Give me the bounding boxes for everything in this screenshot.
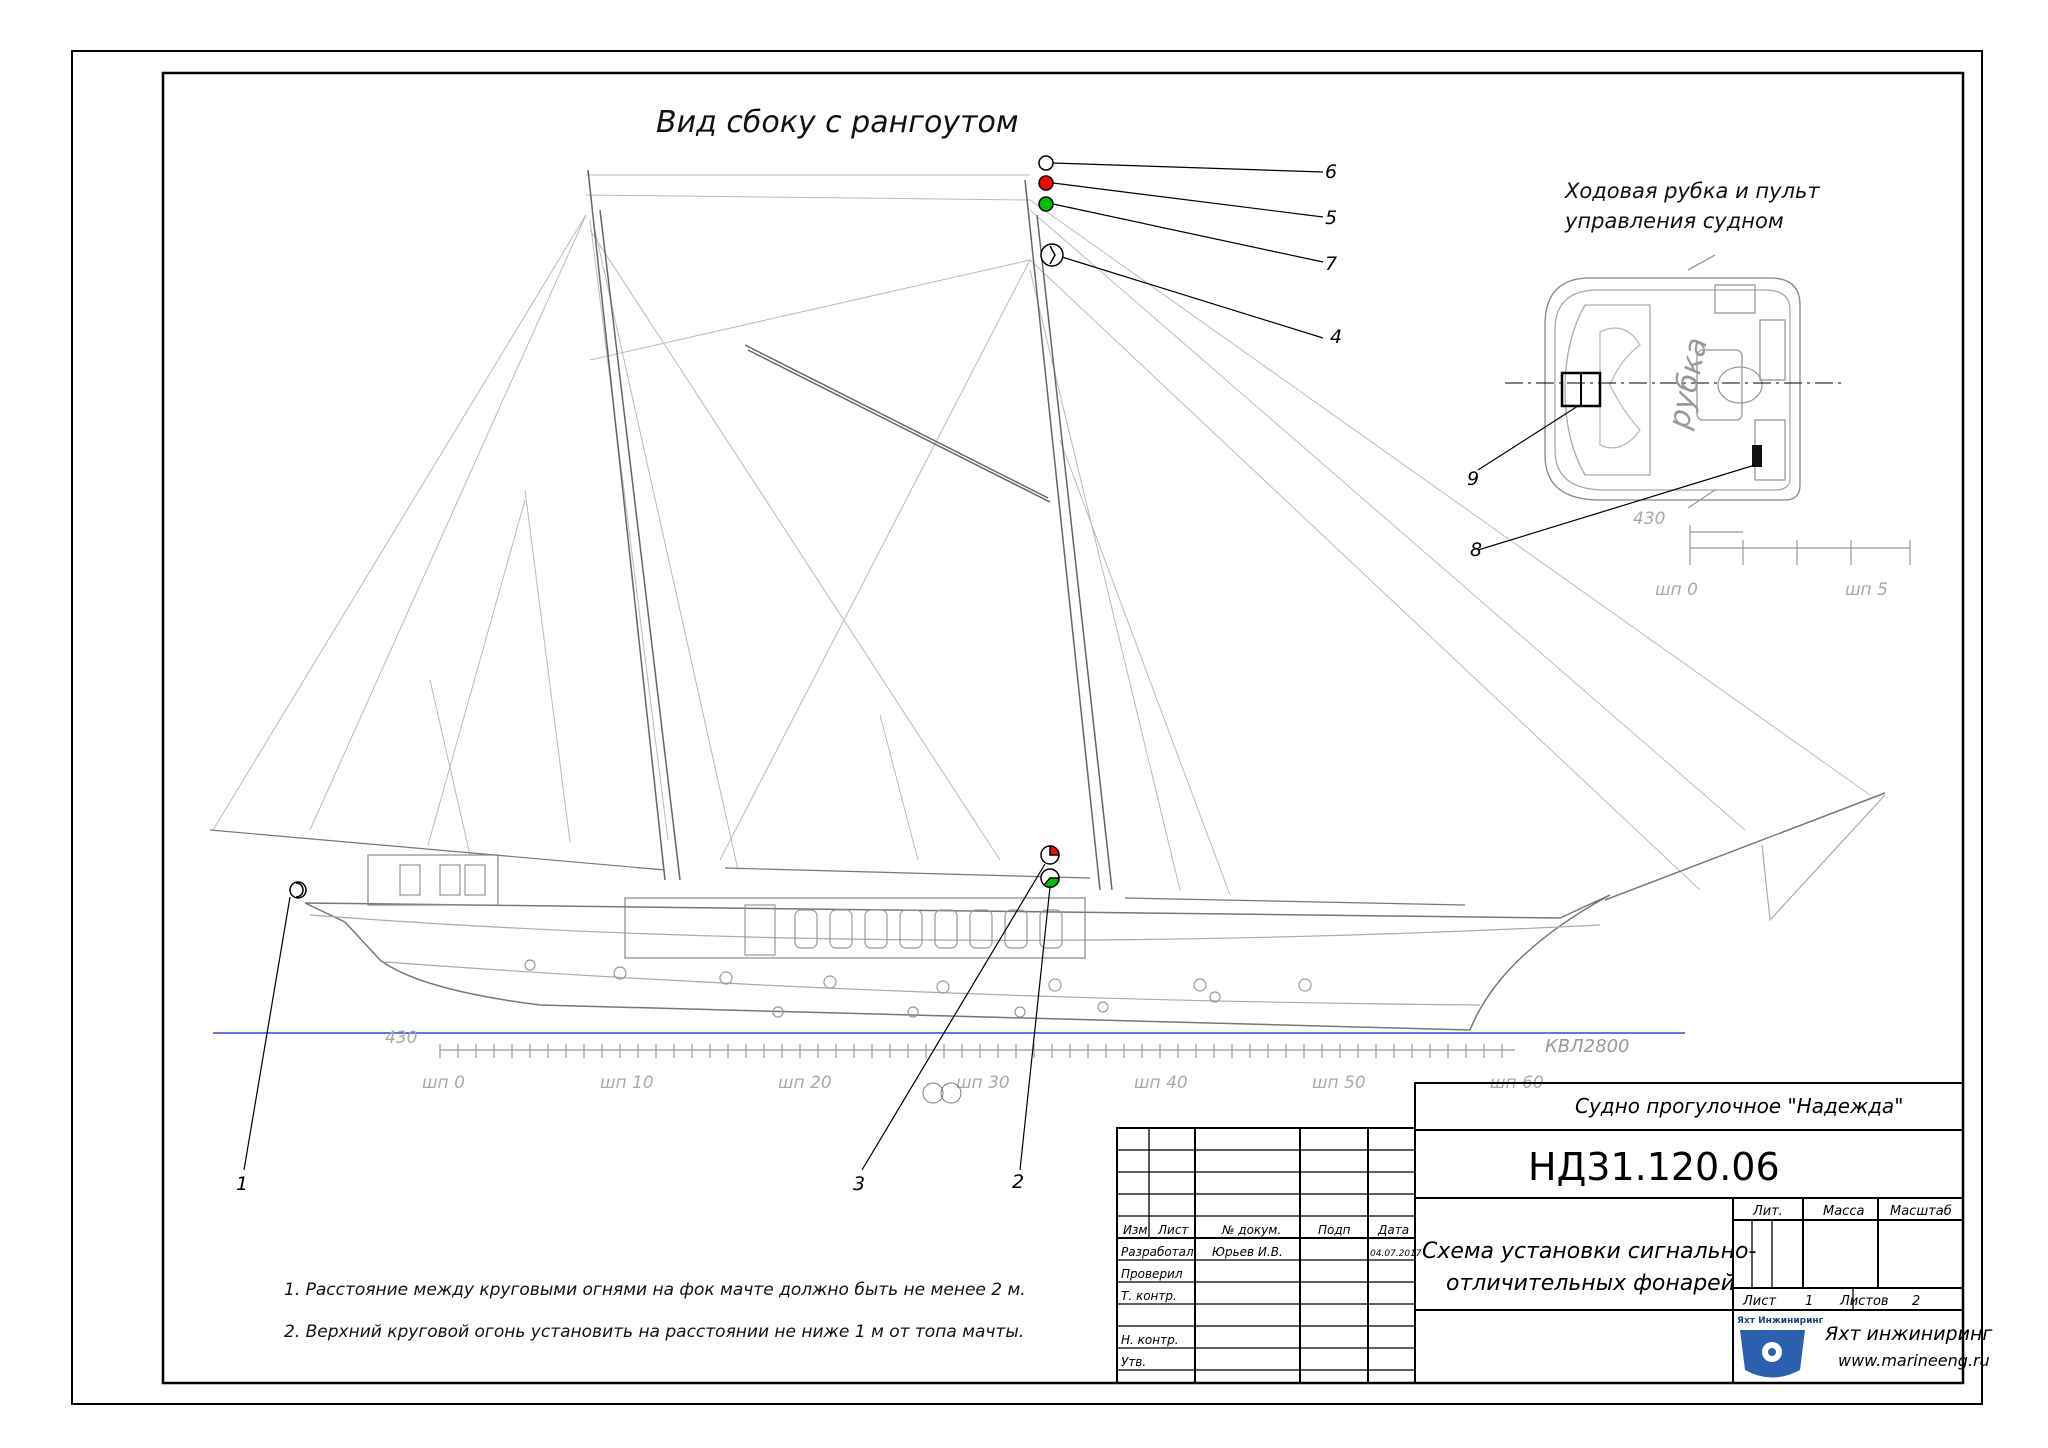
tb-role-tcontrol: Т. контр. xyxy=(1121,1289,1177,1303)
tb-title-line2: отличительных фонарей xyxy=(1446,1271,1735,1296)
frame-label: шп 10 xyxy=(600,1073,654,1093)
note-2: 2. Верхний круговой огонь установить на … xyxy=(284,1322,1024,1342)
tb-header-date: Дата xyxy=(1377,1223,1409,1237)
callout-4: 4 xyxy=(1330,326,1342,348)
tb-role-checked: Проверил xyxy=(1121,1267,1183,1281)
tb-developer-name: Юрьев И.В. xyxy=(1212,1245,1283,1259)
tb-logo-text: Яхт Инжиниринг xyxy=(1737,1316,1824,1326)
tb-company: Яхт инжиниринг xyxy=(1824,1323,1993,1345)
tb-sheets-value: 2 xyxy=(1912,1294,1920,1309)
portholes xyxy=(524,959,1312,1018)
white-masthead-light xyxy=(1038,155,1054,171)
tb-sheet-label: Лист xyxy=(1742,1294,1776,1309)
tb-scale-label: Масштаб xyxy=(1890,1204,1952,1219)
callout-labels: 1 2 3 4 5 6 7 8 9 xyxy=(236,161,1482,1195)
tb-header-doc: № докум. xyxy=(1221,1223,1281,1237)
wheelhouse-frame-5: шп 5 xyxy=(1845,580,1888,600)
tb-mass-label: Масса xyxy=(1823,1204,1864,1219)
frame-scale xyxy=(439,1044,1515,1058)
inner-frame xyxy=(161,71,1965,1385)
callout-9: 9 xyxy=(1467,468,1479,490)
wheelhouse-label: рубка xyxy=(1661,335,1715,433)
frame-labels: шп 0 шп 10 шп 20 шп 30 шп 40 шп 50 шп 60 xyxy=(422,1073,1544,1093)
tb-sheet-value: 1 xyxy=(1805,1294,1813,1309)
spacing-label: 430 xyxy=(385,1028,417,1048)
tb-title-line1: Схема установки сигнально- xyxy=(1422,1239,1756,1264)
wheelhouse-switch-panel xyxy=(1752,445,1762,467)
callout-5: 5 xyxy=(1325,207,1337,229)
tb-vessel: Судно прогулочное "Надежда" xyxy=(1575,1094,1903,1118)
masthead-light xyxy=(1040,243,1064,267)
ship-side-view xyxy=(209,169,1886,1031)
callout-7: 7 xyxy=(1325,253,1337,275)
tb-role-ncontrol: Н. контр. xyxy=(1121,1333,1179,1347)
waterline-label: КВЛ2800 xyxy=(1545,1036,1629,1057)
tb-lit-label: Лит. xyxy=(1752,1204,1783,1219)
title-block xyxy=(1116,1082,1964,1384)
wheelhouse-spacing-label: 430 xyxy=(1633,509,1665,529)
tb-role-developed: Разработал xyxy=(1121,1245,1194,1259)
tb-developer-date: 04.07.2017 xyxy=(1370,1249,1422,1259)
company-logo: Яхт Инжиниринг xyxy=(1737,1316,1824,1378)
red-all-round-light xyxy=(1038,175,1054,191)
tb-sheets-label: Листов xyxy=(1839,1294,1889,1309)
wheelhouse-title-line1: Ходовая рубка и пульт xyxy=(1564,179,1820,203)
main-title: Вид сбоку с рангоутом xyxy=(656,105,1019,140)
wheelhouse-scale xyxy=(1689,525,1911,565)
tb-header-list: Лист xyxy=(1157,1223,1189,1237)
callout-1: 1 xyxy=(236,1173,248,1195)
frame-label: шп 20 xyxy=(778,1073,832,1093)
signal-lights xyxy=(289,155,1064,899)
hull xyxy=(304,894,1611,1031)
wheelhouse-title-line2: управления судном xyxy=(1564,209,1784,233)
outer-frame xyxy=(71,50,1983,1405)
callout-3: 3 xyxy=(853,1173,865,1195)
leader-lines xyxy=(243,162,1324,1171)
green-all-round-light xyxy=(1038,196,1054,212)
frame-label: шп 30 xyxy=(956,1073,1010,1093)
callout-6: 6 xyxy=(1325,161,1337,183)
tb-designation: НД31.120.06 xyxy=(1528,1145,1780,1189)
masts xyxy=(587,169,1113,891)
anchor-symbol xyxy=(922,1082,962,1104)
wheelhouse-plan xyxy=(1544,254,1801,509)
note-1: 1. Расстояние между круговыми огнями на … xyxy=(284,1280,1026,1300)
callout-8: 8 xyxy=(1470,539,1482,561)
frame-label: шп 40 xyxy=(1134,1073,1188,1093)
tb-header-sign: Подп xyxy=(1318,1223,1351,1237)
callout-2: 2 xyxy=(1012,1171,1024,1193)
frame-label: шп 0 xyxy=(422,1073,465,1093)
wheelhouse-frame-0: шп 0 xyxy=(1655,580,1698,600)
tb-website: www.marineeng.ru xyxy=(1838,1351,1990,1370)
rigging xyxy=(212,174,1871,896)
tb-header-izm: Изм xyxy=(1123,1223,1147,1237)
frame-label: шп 50 xyxy=(1312,1073,1366,1093)
tb-role-approved: Утв. xyxy=(1121,1355,1146,1369)
